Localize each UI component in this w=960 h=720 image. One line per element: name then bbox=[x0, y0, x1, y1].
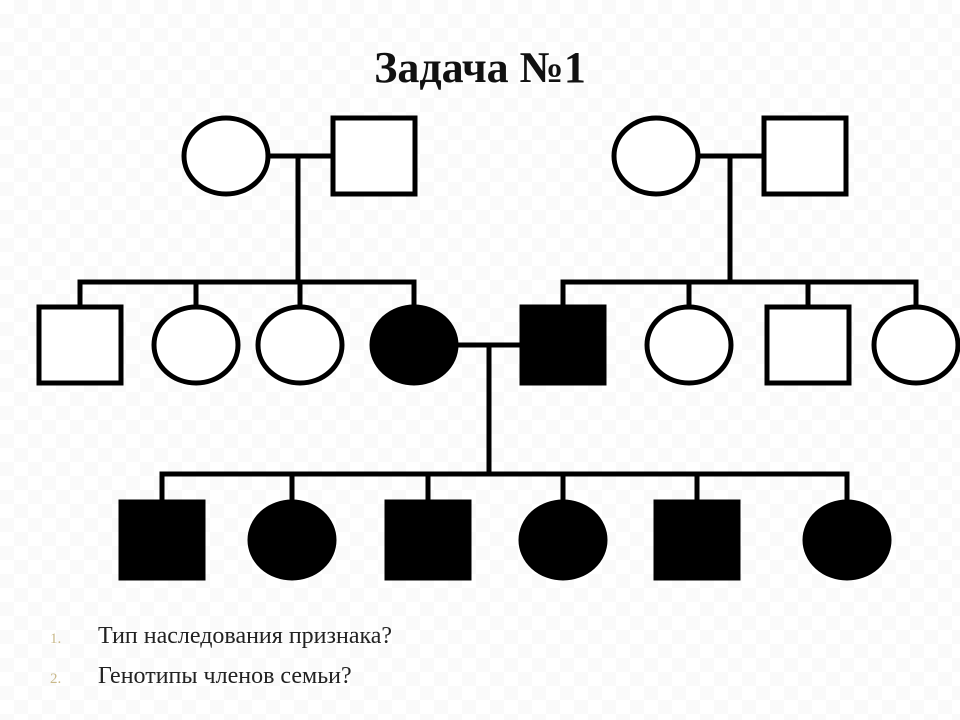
gen-II-male-affected bbox=[519, 304, 607, 386]
gen-III-male-affected bbox=[653, 499, 741, 581]
pedigree-symbols bbox=[36, 115, 960, 581]
gen-I-female-unaffected bbox=[611, 115, 701, 197]
question-number: 1. bbox=[50, 631, 62, 647]
gen-II-male-unaffected bbox=[764, 304, 852, 386]
question-item: 1. Тип наследования признака? bbox=[50, 623, 392, 663]
gen-II-female-unaffected bbox=[871, 304, 960, 386]
pedigree-lines bbox=[77, 153, 919, 505]
gen-I-male-unaffected bbox=[330, 115, 418, 197]
gen-III-male-affected bbox=[384, 499, 472, 581]
gen-III-male-affected bbox=[118, 499, 206, 581]
question-item: 2. Генотипы членов семьи? bbox=[50, 663, 392, 703]
question-list: 1. Тип наследования признака? 2. Генотип… bbox=[50, 623, 392, 703]
gen-II-female-affected bbox=[369, 304, 459, 386]
question-number: 2. bbox=[50, 671, 62, 687]
gen-II-female-unaffected bbox=[151, 304, 241, 386]
question-text: Генотипы членов семьи? bbox=[98, 663, 352, 689]
slide-title: Задача №1 bbox=[374, 43, 586, 92]
gen-I-female-unaffected bbox=[181, 115, 271, 197]
gen-II-female-unaffected bbox=[644, 304, 734, 386]
question-text: Тип наследования признака? bbox=[98, 623, 393, 649]
gen-II-female-unaffected bbox=[255, 304, 345, 386]
gen-III-female-affected bbox=[802, 499, 892, 581]
gen-I-male-unaffected bbox=[761, 115, 849, 197]
gen-III-female-affected bbox=[247, 499, 337, 581]
gen-III-female-affected bbox=[518, 499, 608, 581]
gen-II-male-unaffected bbox=[36, 304, 124, 386]
